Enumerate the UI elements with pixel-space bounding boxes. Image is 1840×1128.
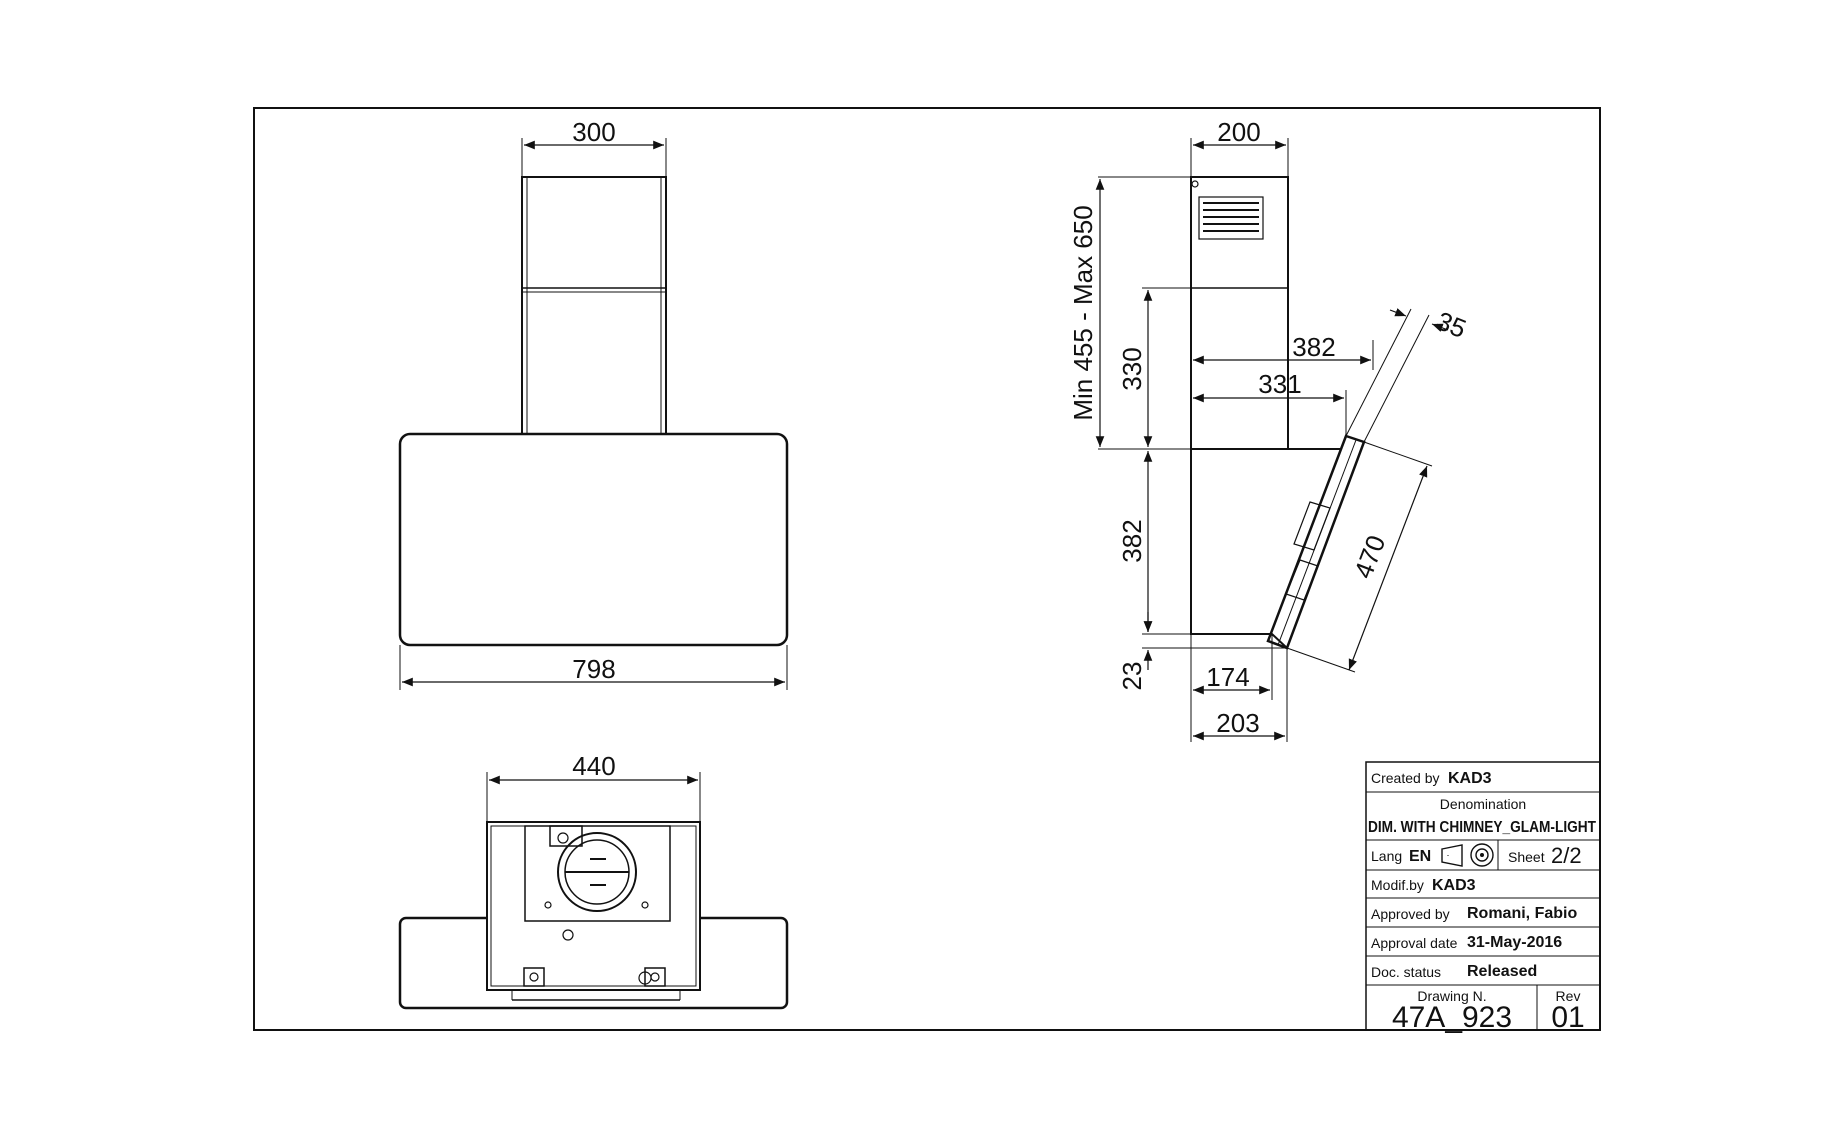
lang-value: EN bbox=[1409, 848, 1431, 865]
dim-text-35: 35 bbox=[1432, 305, 1470, 344]
dim-text-382-horizontal: 382 bbox=[1292, 332, 1335, 362]
modif-value: KAD3 bbox=[1432, 877, 1476, 894]
dim-side-lower-height: 382 bbox=[1117, 451, 1191, 635]
side-glass-panel bbox=[1266, 434, 1366, 650]
side-vent-grille bbox=[1191, 180, 1264, 240]
dim-side-bottom-203: 203 bbox=[1193, 648, 1288, 742]
top-body bbox=[486, 821, 701, 991]
dim-text-min-max: Min 455 - Max 650 bbox=[1068, 205, 1098, 420]
rev-value: 01 bbox=[1551, 1001, 1584, 1034]
front-view: 300 798 bbox=[398, 117, 789, 690]
approval-date-value: 31-May-2016 bbox=[1467, 934, 1562, 951]
dim-front-chimney-width: 300 bbox=[521, 117, 667, 177]
dim-side-upper-height: 330 bbox=[1117, 287, 1191, 447]
lang-label: Lang bbox=[1371, 848, 1402, 864]
dim-text-174: 174 bbox=[1206, 662, 1249, 692]
top-motor-plate bbox=[524, 825, 671, 922]
dim-side-depth-331: 331 bbox=[1193, 369, 1347, 436]
dim-text-200: 200 bbox=[1217, 117, 1260, 147]
dim-top-width: 440 bbox=[486, 751, 701, 822]
sheet-label: Sheet bbox=[1508, 849, 1545, 865]
created-by-value: KAD3 bbox=[1448, 770, 1492, 787]
approved-value: Romani, Fabio bbox=[1467, 905, 1577, 922]
dim-side-bottom-174: 174 bbox=[1190, 634, 1273, 742]
approved-label: Approved by bbox=[1371, 906, 1450, 922]
front-hood-glass bbox=[398, 432, 789, 647]
top-fan-outlet bbox=[557, 832, 637, 912]
dim-text-300: 300 bbox=[572, 117, 615, 147]
front-chimney bbox=[521, 176, 667, 435]
dim-text-382-vertical: 382 bbox=[1117, 519, 1147, 562]
dim-text-330: 330 bbox=[1117, 347, 1147, 390]
drawing-number-label: Drawing N. bbox=[1417, 988, 1486, 1004]
dim-front-hood-width: 798 bbox=[399, 645, 788, 690]
drawing-number-value: 47A_923 bbox=[1392, 1001, 1512, 1034]
dim-text-440: 440 bbox=[572, 751, 615, 781]
approval-date-label: Approval date bbox=[1371, 935, 1458, 951]
title-block: Created by KAD3 Denomination DIM. WITH C… bbox=[1365, 761, 1601, 1034]
dim-text-203: 203 bbox=[1216, 708, 1259, 738]
doc-status-value: Released bbox=[1467, 963, 1537, 980]
denomination-label: Denomination bbox=[1440, 796, 1526, 812]
modif-label: Modif.by bbox=[1371, 877, 1424, 893]
side-view: 200 Min 455 - Max 650 330 382 23 bbox=[1068, 117, 1470, 742]
created-by-label: Created by bbox=[1371, 770, 1439, 786]
rev-label: Rev bbox=[1556, 988, 1581, 1004]
sheet-value: 2/2 bbox=[1551, 843, 1582, 868]
projection-symbol-icon bbox=[1441, 843, 1494, 867]
dim-side-depth-382: 382 bbox=[1190, 332, 1374, 370]
top-view: 440 bbox=[398, 751, 789, 1010]
dim-text-23: 23 bbox=[1117, 662, 1147, 691]
dim-side-glass-thickness: 35 bbox=[1345, 305, 1470, 443]
denomination-value: DIM. WITH CHIMNEY_GLAM-LIGHT bbox=[1368, 819, 1596, 836]
dim-text-331: 331 bbox=[1258, 369, 1301, 399]
doc-status-label: Doc. status bbox=[1371, 964, 1441, 980]
dim-side-chimney-depth: 200 bbox=[1190, 117, 1289, 177]
dim-text-798: 798 bbox=[572, 654, 615, 684]
drawing-frame bbox=[253, 107, 1601, 1031]
dim-side-chimney-height: Min 455 - Max 650 bbox=[1068, 176, 1191, 450]
dim-side-bottom-height: 23 bbox=[1117, 612, 1287, 690]
